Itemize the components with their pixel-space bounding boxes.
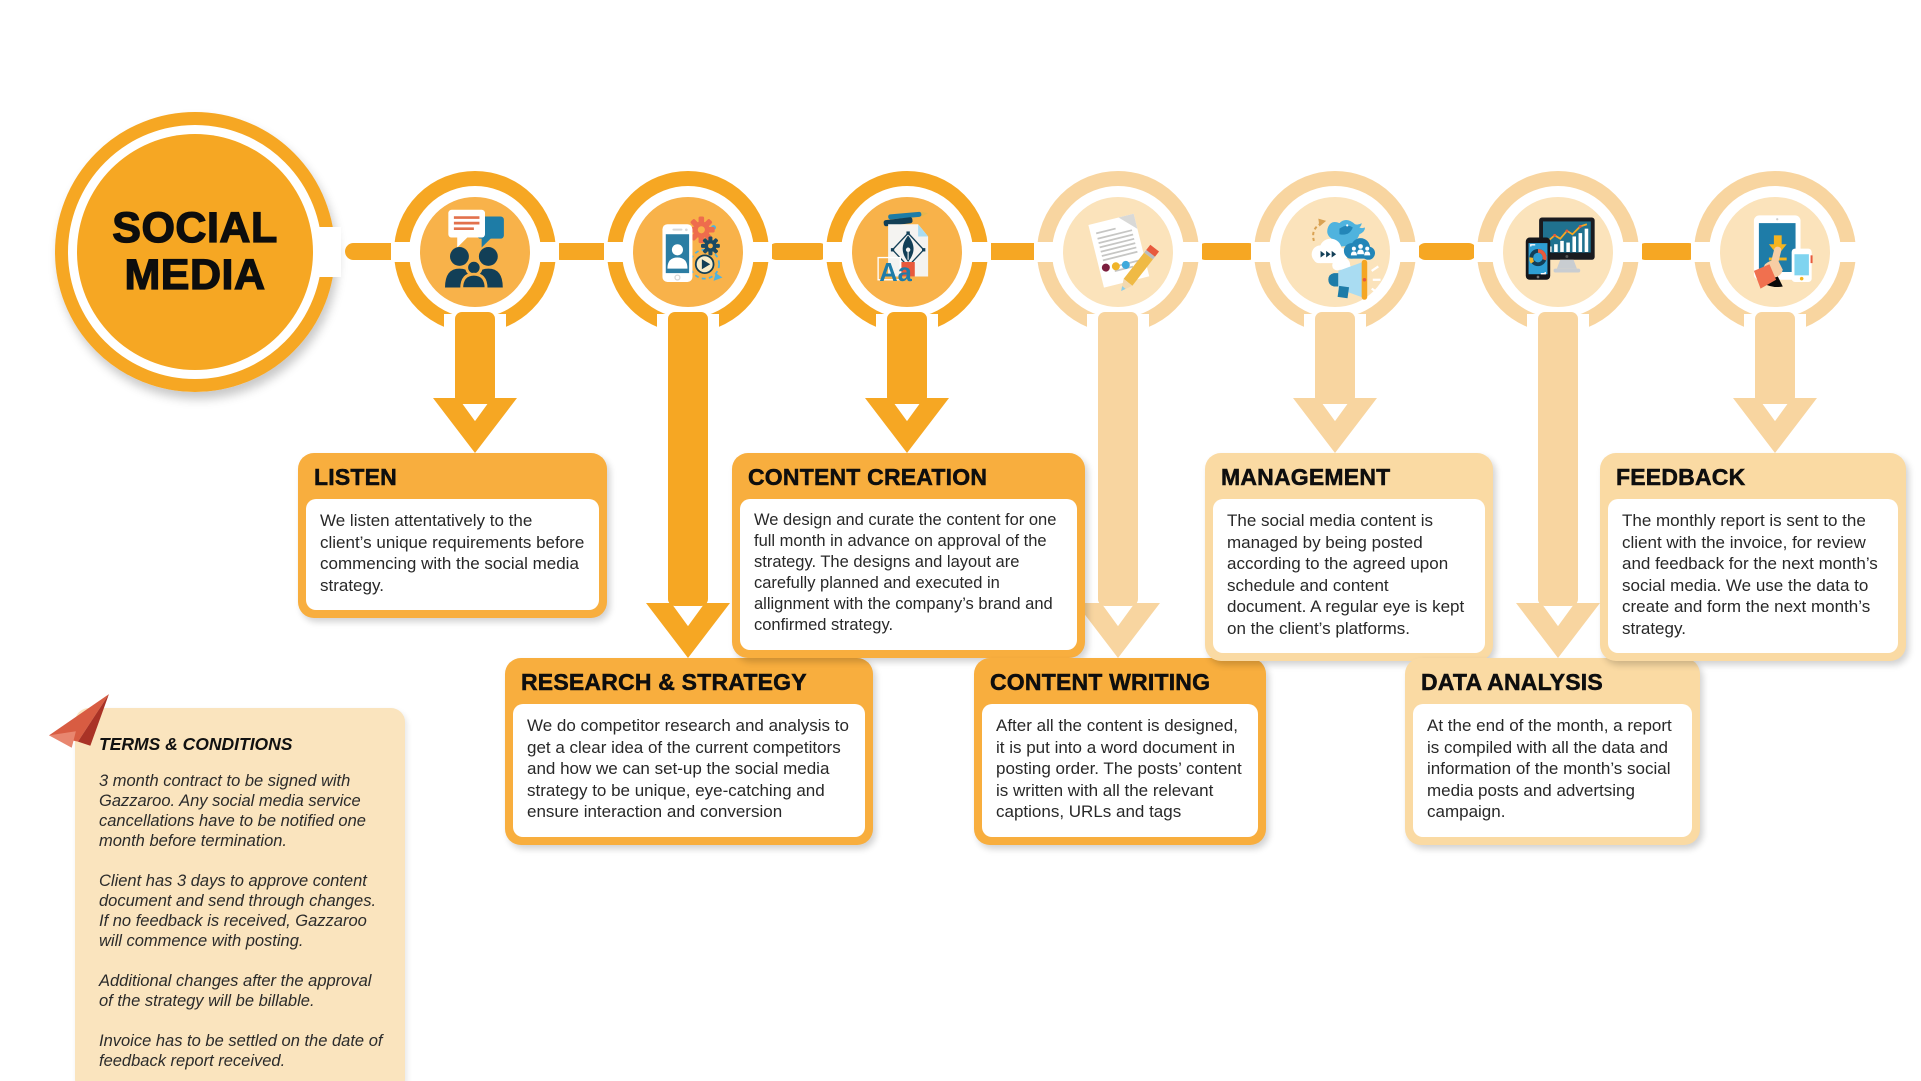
ring-gap: [1251, 242, 1271, 262]
ring-gap: [391, 242, 411, 262]
step-node-research-strategy: [604, 171, 772, 335]
ring-gap: [1182, 242, 1202, 262]
design-document-icon: Aa: [877, 211, 929, 287]
step-box-content-writing: CONTENT WRITING After all the content is…: [974, 658, 1266, 845]
step-body: At the end of the month, a report is com…: [1413, 704, 1692, 837]
ring-gap: [1399, 242, 1419, 262]
connector-dash: [1197, 243, 1257, 260]
step-body: We design and curate the content for one…: [740, 499, 1077, 650]
step-node-listen: [391, 171, 559, 335]
broadcast-megaphone-icon: [1311, 218, 1381, 300]
step-title: MANAGEMENT: [1221, 464, 1391, 491]
connector-dash: [1637, 243, 1697, 260]
step-node-content-writing: [1034, 171, 1202, 335]
ring-gap: [319, 227, 341, 277]
aa-type-label: Aa: [879, 259, 912, 287]
step-title: LISTEN: [314, 464, 397, 491]
step-box-management: MANAGEMENT The social media content is m…: [1205, 453, 1493, 662]
step-box-feedback: FEEDBACK The monthly report is sent to t…: [1600, 453, 1906, 662]
step-node-feedback: [1691, 171, 1859, 335]
step-title: RESEARCH & STRATEGY: [521, 669, 807, 696]
step-box-data-analysis: DATA ANALYSIS At the end of the month, a…: [1405, 658, 1700, 845]
tablet-touch-icon: [1753, 215, 1813, 289]
step-stem: [1098, 312, 1138, 606]
ring-gap: [1622, 242, 1642, 262]
step-node-data-analysis: [1474, 171, 1642, 335]
down-arrow-icon: [1733, 398, 1817, 453]
terms-title: TERMS & CONDITIONS: [99, 734, 293, 754]
down-arrow-icon: [433, 398, 517, 453]
step-body: After all the content is designed, it is…: [982, 704, 1258, 837]
ring-gap: [1839, 242, 1859, 262]
step-body: We listen attentatively to the client’s …: [306, 499, 599, 611]
analytics-devices-icon: [1525, 217, 1595, 280]
down-arrow-icon: [1076, 603, 1160, 658]
brand-title-line2: MEDIA: [124, 251, 266, 299]
connector-dash: [768, 243, 828, 260]
step-body: We do competitor research and analysis t…: [513, 704, 865, 837]
brand-title-line1: SOCIAL: [112, 204, 278, 252]
connector-dash: [552, 243, 612, 260]
step-stem: [455, 312, 495, 404]
document-pencil-icon: [1088, 213, 1160, 292]
step-stem: [1315, 312, 1355, 404]
people-chat-icon: [445, 209, 504, 291]
step-stem: [1755, 312, 1795, 404]
paper-plane-icon: [49, 694, 109, 748]
ring-gap: [1691, 242, 1711, 262]
ring-gap: [752, 242, 772, 262]
ring-gap: [1474, 242, 1494, 262]
ring-gap: [604, 242, 624, 262]
step-box-listen: LISTEN We listen attentatively to the cl…: [298, 453, 607, 619]
terms-paragraph: Additional changes after the approval of…: [99, 972, 372, 1010]
down-arrow-icon: [865, 398, 949, 453]
step-box-content-creation: CONTENT CREATION We design and curate th…: [732, 453, 1085, 658]
terms-paragraph: 3 month contract to be signed with Gazza…: [99, 772, 366, 850]
connector-dash: [983, 243, 1043, 260]
brand-circle: SOCIAL MEDIA: [77, 134, 313, 370]
step-stem: [887, 312, 927, 404]
connector-dash: [1417, 243, 1477, 260]
step-title: FEEDBACK: [1616, 464, 1746, 491]
down-arrow-icon: [1516, 603, 1600, 658]
down-arrow-icon: [646, 603, 730, 658]
ring-gap: [823, 242, 843, 262]
step-stem: [668, 312, 708, 606]
step-box-research-strategy: RESEARCH & STRATEGY We do competitor res…: [505, 658, 873, 845]
step-title: CONTENT CREATION: [748, 464, 988, 491]
connector-dash: [345, 243, 405, 260]
down-arrow-icon: [1293, 398, 1377, 453]
step-node-management: [1251, 171, 1419, 335]
terms-and-conditions-box: TERMS & CONDITIONS 3 month contract to b…: [75, 708, 405, 1081]
ring-gap: [1034, 242, 1054, 262]
step-body: The social media content is managed by b…: [1213, 499, 1485, 654]
step-title: CONTENT WRITING: [990, 669, 1211, 696]
step-stem: [1538, 312, 1578, 606]
terms-paragraph: Invoice has to be settled on the date of…: [99, 1032, 383, 1070]
phone-gears-icon: [662, 216, 723, 282]
step-body: The monthly report is sent to the client…: [1608, 499, 1898, 654]
ring-gap: [971, 242, 991, 262]
terms-paragraph: Client has 3 days to approve content doc…: [99, 872, 377, 950]
ring-gap: [539, 242, 559, 262]
step-title: DATA ANALYSIS: [1421, 669, 1603, 696]
step-node-content-creation: Aa: [823, 171, 991, 335]
